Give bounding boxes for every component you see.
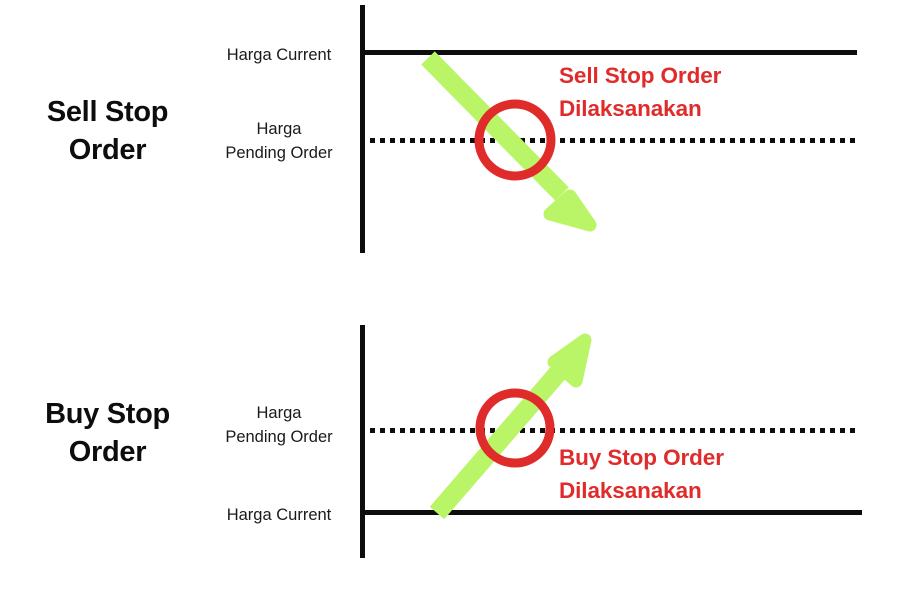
price-line-buy-harga-current: [360, 510, 862, 515]
vertical-axis-buy-stop: [360, 325, 365, 558]
section-heading-sell-stop: Sell Stop Order: [46, 96, 169, 167]
vertical-axis-sell-stop: [360, 5, 365, 253]
axis-label-sell-harga-pending-order: Harga Pending Order: [225, 120, 333, 162]
price-line-sell-harga-pending-order: [360, 138, 858, 143]
price-line-buy-harga-pending-order: [360, 428, 858, 433]
axis-label-sell-harga-current: Harga Current: [226, 46, 332, 64]
annotation-buy-stop-order-dilaksanakan: Buy Stop Order Dilaksanakan: [559, 445, 724, 503]
axis-label-buy-harga-current: Harga Current: [226, 506, 332, 524]
section-heading-buy-stop: Buy Stop Order: [45, 398, 170, 469]
annotation-sell-stop-order-dilaksanakan: Sell Stop Order Dilaksanakan: [559, 63, 722, 121]
price-line-sell-harga-current: [360, 50, 857, 55]
axis-label-buy-harga-pending-order: Harga Pending Order: [225, 404, 333, 446]
